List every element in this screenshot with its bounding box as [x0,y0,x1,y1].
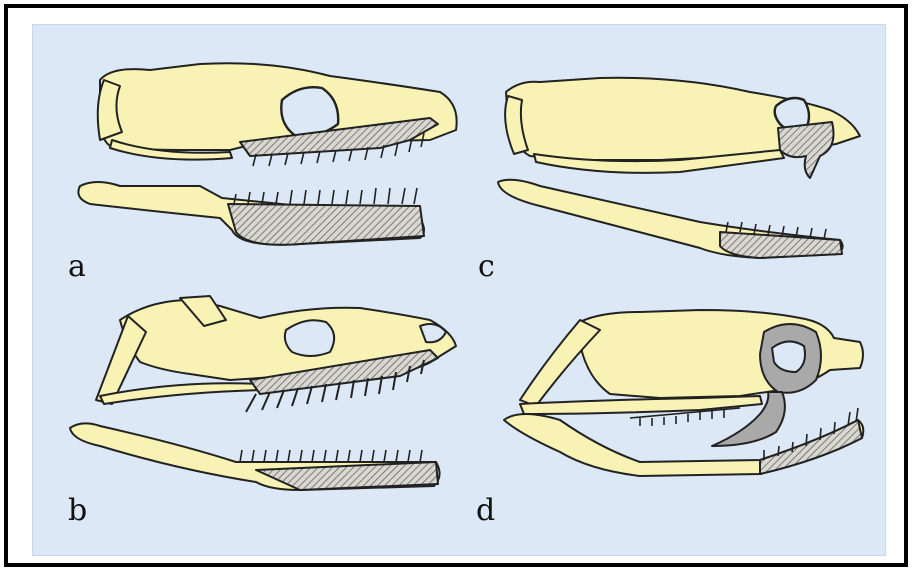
skull-a [78,63,456,245]
skull-c-fang [778,122,834,178]
label-d: d [476,496,495,526]
skull-b-orbit [285,320,334,356]
skull-c [498,78,860,258]
skull-a-orbit [281,87,338,136]
skull-d [504,310,863,476]
label-b: b [68,496,87,526]
skull-b [70,296,456,490]
label-c: c [478,252,495,282]
label-a: a [68,252,86,282]
